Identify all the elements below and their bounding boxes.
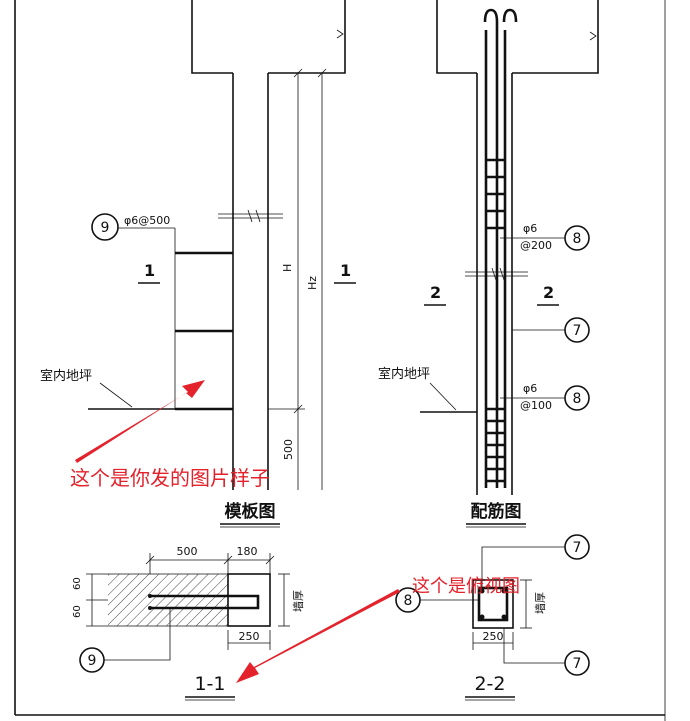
dim-180-text: 180 [237,545,258,558]
callout-7a-circle [564,534,590,560]
callout-9b-leader [104,609,171,661]
tie-rebar-hook [150,594,260,610]
section-mark-right: 1 [340,261,351,280]
elevation-note: 这个是你发的图片样子 [70,466,270,490]
rebar-spec-label: φ6@500 [124,214,170,227]
rebar-spec-1-bottom: @200 [520,239,552,252]
rbreak-mark [589,31,597,41]
rcallout-7-circle [564,317,590,343]
right-elevation: 8 φ6 @200 7 8 φ6 @100 2 2 室内地坪 配筋图 [378,0,599,528]
section-mark-left: 1 [144,261,155,280]
dim-500-label: 500 [282,439,295,460]
right-elevation-title: 配筋图 [471,501,522,522]
floor-label: 室内地坪 [40,368,92,384]
tie-column-section [227,573,271,627]
callout-9b-circle [79,647,105,673]
callout-9-label: 9 [101,220,110,236]
break-zigzag [247,209,261,223]
rsection-mark-left: 2 [430,283,441,302]
rcallout-8a-circle [564,225,590,251]
beam-outline-left [191,0,233,74]
dim-60-top: 60 [72,577,83,590]
dim-top-ticks [145,555,275,565]
dim-500-text: 500 [177,545,198,558]
section-2-2: 7 墙厚 250 7 8 2-2 [395,534,590,701]
main-rebar-right-hook [502,8,518,23]
dim-Hz-label: Hz [306,276,319,290]
callout-7a-label: 7 [573,540,582,556]
break-mark [336,29,344,39]
section-2-2-title: 2-2 [474,673,505,695]
rfloor-label-leader [429,382,457,411]
callout-7b-label: 7 [573,656,582,672]
rbeam-outline-right [512,0,599,74]
wall-thickness-label-2: 墙厚 [533,592,547,614]
callout-7a-leader [481,546,565,591]
rbeam-outline-left [436,0,477,74]
main-rebar-left [483,8,499,488]
section-1-1-title: 1-1 [194,673,225,695]
rcallout-8b-circle [564,385,590,411]
dim-250-text: 250 [239,630,260,643]
floor-label-leader [99,382,133,408]
callout-8c-circle [395,587,421,613]
stirrup-section [477,586,509,622]
rebar-spec-2-top: φ6 [523,382,537,395]
left-elevation: 9 φ6@500 1 1 室内地坪 H Hz 500 模板图 [40,0,356,528]
left-elevation-title: 模板图 [225,501,276,522]
rcallout-7-label: 7 [573,323,582,339]
dim-60-bottom: 60 [72,605,83,618]
rcallout-8a-label: 8 [573,231,582,247]
dim-ticks [293,68,327,414]
column-section-outline [472,579,514,629]
stirrups-bottom [485,407,506,483]
rebar-spec-1-top: φ6 [523,222,537,235]
rbreak-zigzag [491,267,505,281]
callout-9b-label: 9 [88,653,97,669]
arrow-to-elevation [75,380,205,463]
stirrups-top [485,158,506,230]
dim-H-label: H [281,264,294,272]
callout-7b-circle [564,650,590,676]
rcallout-8b-label: 8 [573,391,582,407]
dim-2-250-text: 250 [483,630,504,643]
section-1-1: 500 180 60 60 墙厚 250 9 1-1 [72,545,305,701]
red-annotations: 这个是你发的图片样子 这个是俯视图 [70,380,520,683]
rebar-spec-2-bottom: @100 [520,399,552,412]
rsection-mark-right: 2 [543,283,554,302]
plan-note: 这个是俯视图 [412,576,520,597]
callout-7b-leader [503,628,565,664]
callout-9-circle [91,213,119,241]
callout-8c-label: 8 [404,593,413,609]
wall-thickness-label: 墙厚 [291,590,305,612]
rfloor-label: 室内地坪 [378,366,430,382]
arrow-to-section-1-1 [236,589,400,683]
beam-outline-right [268,0,346,74]
wall-hatch [108,574,228,626]
